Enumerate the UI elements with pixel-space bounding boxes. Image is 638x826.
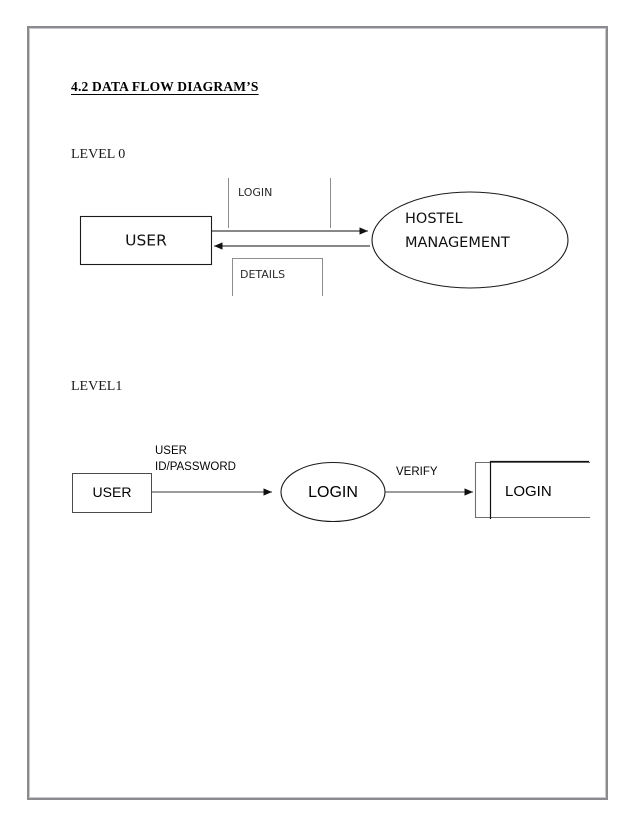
level1-entity-user: USER [72, 473, 152, 513]
level1-flow-user-label-line2: ID/PASSWORD [155, 461, 236, 473]
level0-process-label-line1: HOSTEL [405, 211, 463, 227]
level1-flow-verify: VERIFY [385, 466, 473, 496]
level1-process-login-label: LOGIN [308, 484, 358, 501]
level1-flow-user-id-password: USER ID/PASSWORD [152, 445, 272, 496]
section-label-level-0: LEVEL 0 [71, 147, 126, 162]
level1-process-login: LOGIN [280, 461, 386, 523]
level1-data-store-login-label: LOGIN [505, 483, 552, 500]
level0-process-hostel-management: HOSTEL MANAGEMENT [371, 191, 569, 289]
level-1-diagram: USER USER ID/PASSWORD LOGIN VERIFY [0, 430, 638, 570]
level0-flow-details-label: DETAILS [240, 268, 285, 281]
page-border-outer [27, 26, 608, 800]
level1-flow-verify-label: VERIFY [396, 466, 438, 478]
level1-entity-user-label: USER [93, 484, 132, 500]
page-title: 4.2 DATA FLOW DIAGRAM’S [71, 79, 259, 94]
level0-flow-login-label: LOGIN [238, 186, 272, 199]
level1-data-store-login: LOGIN [474, 460, 590, 519]
level0-flow-login: LOGIN [212, 178, 368, 235]
level0-flow-details: DETAILS [214, 242, 370, 296]
level0-entity-user: USER [79, 215, 213, 266]
level0-entity-user-label: USER [125, 232, 167, 250]
level1-flow-user-label-line1: USER [155, 445, 187, 457]
section-label-level-1: LEVEL1 [71, 379, 123, 394]
page-border-inner [29, 28, 606, 798]
level-0-diagram: USER HOSTEL MANAGEMENT LOGIN D [0, 0, 638, 340]
level0-process-label-line2: MANAGEMENT [405, 235, 510, 251]
